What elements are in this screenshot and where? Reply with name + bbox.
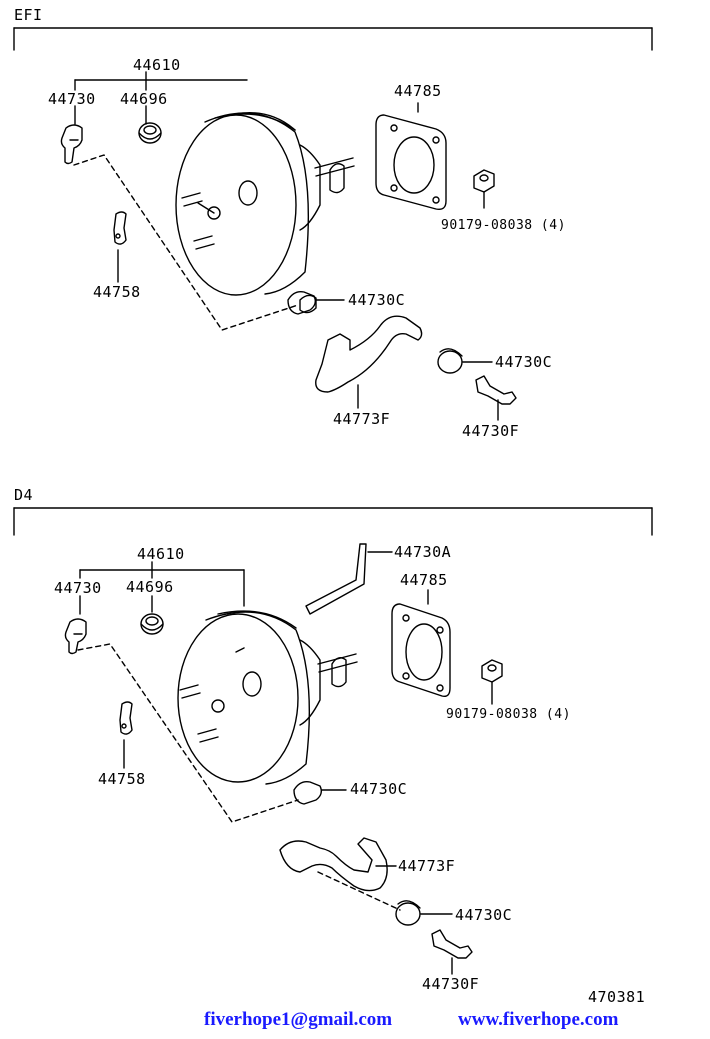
efi-check-valve	[60, 124, 83, 165]
efi-label-grommet: 44696	[120, 90, 168, 108]
d4-clamp-upper	[293, 780, 347, 805]
d4-label-check-valve: 44730	[54, 579, 102, 597]
d4-nut	[481, 659, 503, 705]
d4-label-nut: 90179-08038 (4)	[446, 707, 571, 722]
d4-check-valve	[64, 618, 87, 655]
d4-label-hose-a: 44730A	[394, 543, 452, 561]
illustration-number: 470381	[588, 988, 646, 1006]
efi-union	[475, 375, 517, 421]
efi-brake-booster	[175, 112, 355, 314]
efi-bracket	[113, 211, 127, 283]
d4-label-union: 44730F	[422, 975, 480, 993]
d4-label-gasket: 44785	[400, 571, 448, 589]
footer-website[interactable]: www.fiverhope.com	[458, 1009, 619, 1030]
d4-union	[431, 929, 473, 975]
d4-vacuum-route	[77, 643, 299, 823]
efi-label-clamp-upper: 44730C	[348, 291, 406, 309]
d4-label-clamp-lower: 44730C	[455, 906, 513, 924]
efi-assembly-leader	[74, 71, 248, 125]
efi-gasket	[375, 102, 447, 211]
efi-clamp-lower	[437, 348, 493, 374]
d4-label-grommet: 44696	[126, 578, 174, 596]
d4-label-bracket: 44758	[98, 770, 146, 788]
d4-vacuum-hose	[279, 837, 397, 892]
efi-label-gasket: 44785	[394, 82, 442, 100]
d4-clamp-lower	[395, 900, 453, 926]
efi-grommet	[138, 122, 162, 144]
d4-gasket	[391, 589, 451, 698]
d4-hose-route	[317, 871, 401, 911]
d4-brake-booster	[177, 610, 358, 785]
efi-label-bracket: 44758	[93, 283, 141, 301]
efi-label-hose: 44773F	[333, 410, 391, 428]
efi-nut	[473, 169, 495, 209]
efi-label-union: 44730F	[462, 422, 520, 440]
d4-frame	[13, 507, 653, 536]
d4-grommet	[140, 613, 164, 635]
efi-section-title: EFI	[14, 6, 43, 24]
d4-label-clamp-upper: 44730C	[350, 780, 408, 798]
d4-section-title: D4	[14, 486, 34, 504]
efi-label-assembly: 44610	[133, 56, 181, 74]
efi-label-check-valve: 44730	[48, 90, 96, 108]
d4-hose-a	[305, 543, 393, 615]
d4-label-hose: 44773F	[398, 857, 456, 875]
efi-label-nut: 90179-08038 (4)	[441, 218, 566, 233]
efi-vacuum-hose	[315, 315, 423, 409]
d4-assembly-leader	[79, 561, 245, 615]
d4-label-assembly: 44610	[137, 545, 185, 563]
efi-vacuum-route	[73, 154, 299, 331]
efi-clamp-upper	[287, 290, 345, 315]
footer-email[interactable]: fiverhope1@gmail.com	[204, 1009, 393, 1030]
d4-bracket	[119, 701, 133, 769]
efi-frame	[13, 27, 653, 51]
efi-label-clamp-lower: 44730C	[495, 353, 553, 371]
